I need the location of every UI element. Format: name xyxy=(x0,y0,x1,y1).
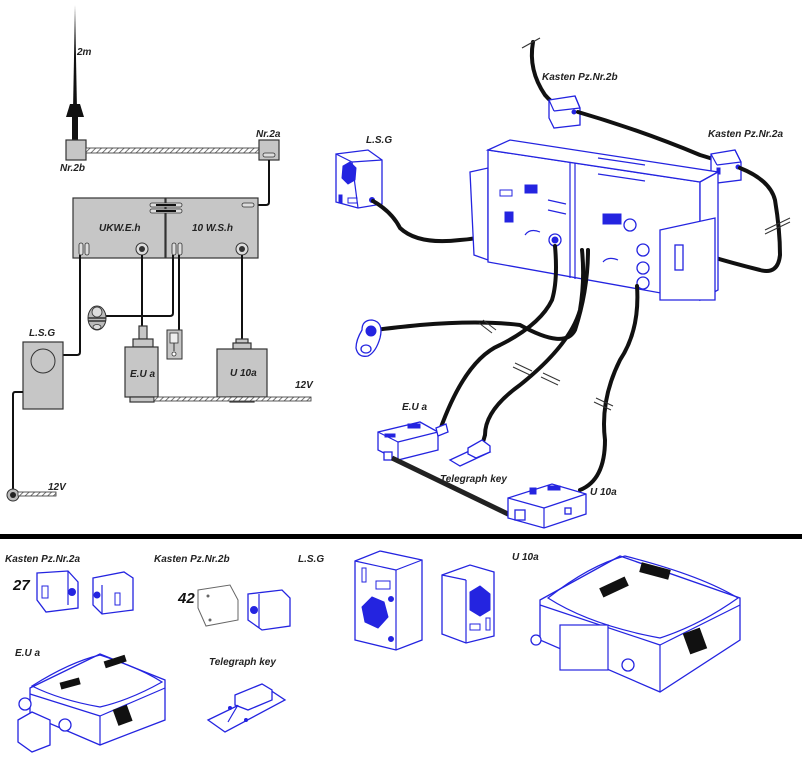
part-transmitter-power-label: U 10a xyxy=(512,552,539,563)
part-box-2a-back xyxy=(92,571,134,615)
ground-voltage-label: 12V xyxy=(48,482,67,493)
supply-bus xyxy=(153,396,312,402)
transmitter-power-label: U 10a xyxy=(230,368,257,379)
pictorial-box-2b-label: Kasten Pz.Nr.2b xyxy=(542,72,618,83)
radio-set xyxy=(469,139,720,302)
antenna-box-label: Nr.2a xyxy=(256,129,281,140)
power-link-cable xyxy=(390,455,512,518)
part-telegraph-key-label: Telegraph key xyxy=(209,657,276,668)
part-transmitter-power-unit xyxy=(530,555,741,693)
bus-voltage-label: 12V xyxy=(295,380,314,391)
antenna xyxy=(66,5,84,140)
pictorial-box-2a-label: Kasten Pz.Nr.2a xyxy=(708,129,783,140)
part-receiver-power-label: E.U a xyxy=(15,648,40,659)
antenna-base-box xyxy=(65,139,87,161)
transmitter-power-unit xyxy=(216,348,268,398)
pictorial-receiver-power-label: E.U a xyxy=(402,402,427,413)
headset-icon xyxy=(87,305,107,331)
receiver-power-label: E.U a xyxy=(130,369,155,380)
transmitter-label: 10 W.S.h xyxy=(192,223,233,234)
ground-supply-bar xyxy=(17,491,57,497)
pictorial-transmitter-power-unit xyxy=(507,483,587,529)
ground-wire xyxy=(12,391,23,493)
part-telegraph-key xyxy=(206,683,287,733)
part-speaker-front xyxy=(354,550,423,651)
part-box-2b-front xyxy=(197,584,239,627)
headset-wire xyxy=(105,255,174,317)
part-receiver-power-unit xyxy=(17,653,166,753)
pictorial-telegraph-key xyxy=(448,439,492,467)
antenna-length-label: 2m xyxy=(76,47,92,58)
part-box-2b-back xyxy=(247,589,291,631)
pictorial-telegraph-key-label: Telegraph key xyxy=(440,474,507,485)
pictorial-speaker-label: L.S.G xyxy=(366,135,392,146)
part-box-2a-label: Kasten Pz.Nr.2a xyxy=(5,554,80,565)
part-box-2b-number: 42 xyxy=(177,590,195,607)
headset-cable xyxy=(373,248,590,341)
parts-catalog: Kasten Pz.Nr.2a 27 Kasten Pz.Nr.2b 42 L.… xyxy=(5,550,741,753)
transmitter-power-cable xyxy=(578,284,640,492)
pictorial-diagram: Kasten Pz.Nr.2b Kasten Pz.Nr.2a L.S.G xyxy=(335,37,791,529)
part-speaker-back xyxy=(441,564,495,644)
antenna-coax-cable xyxy=(85,147,260,154)
pictorial-speaker xyxy=(335,149,383,209)
speaker-wire xyxy=(63,255,81,356)
part-box-2a-front xyxy=(36,570,79,613)
part-box-2a-number: 27 xyxy=(12,577,30,594)
part-speaker-label: L.S.G xyxy=(298,554,324,565)
pictorial-transmitter-power-label: U 10a xyxy=(590,487,617,498)
antenna-feed-wire xyxy=(254,160,270,206)
box-link-cable xyxy=(576,110,718,162)
section-divider xyxy=(0,534,802,539)
pictorial-headset xyxy=(355,319,382,357)
receiver-label: UKW.E.h xyxy=(99,223,140,234)
part-box-2b-label: Kasten Pz.Nr.2b xyxy=(154,554,230,565)
schematic-diagram: 2m Nr.2b Nr.2a UKW.E.h 10 W.S.h xyxy=(6,5,314,502)
receiver-power-cable xyxy=(438,244,558,432)
antenna-base-label: Nr.2b xyxy=(60,163,85,174)
speaker-label: L.S.G xyxy=(29,328,55,339)
receiver-power-unit xyxy=(124,346,159,398)
telegraph-key-schematic xyxy=(166,329,183,360)
pictorial-receiver-power-unit xyxy=(377,421,449,461)
pictorial-box-2b xyxy=(548,95,581,129)
